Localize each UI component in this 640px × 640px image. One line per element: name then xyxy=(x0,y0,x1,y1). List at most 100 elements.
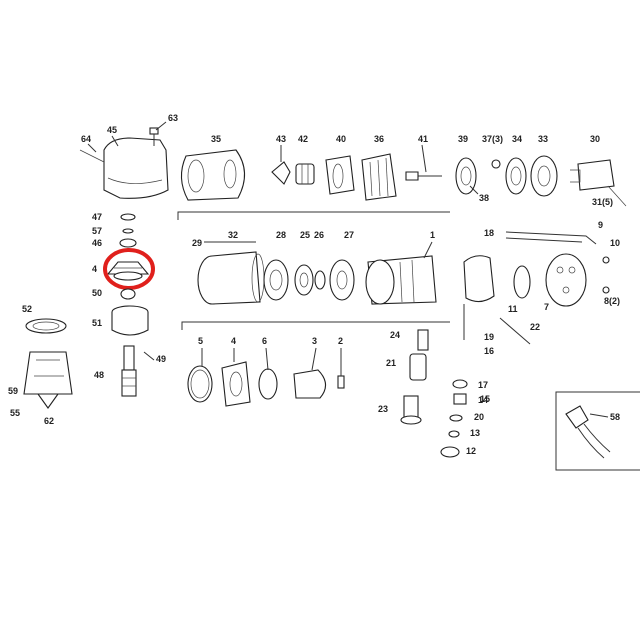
part-58-fitting xyxy=(565,405,611,459)
label-33: 33 xyxy=(538,134,548,144)
label-46: 46 xyxy=(92,238,102,248)
part-39 xyxy=(455,157,477,195)
label-40: 40 xyxy=(336,134,346,144)
label-39: 39 xyxy=(458,134,468,144)
label-31: 31(5) xyxy=(592,197,613,207)
part-63-screw xyxy=(149,127,159,146)
part-11 xyxy=(513,265,531,299)
label-11: 11 xyxy=(508,304,518,314)
label-21: 21 xyxy=(386,358,396,368)
label-7: 7 xyxy=(544,302,549,312)
label-59: 59 xyxy=(8,386,18,396)
label-29: 29 xyxy=(192,238,202,248)
label-49: 49 xyxy=(156,354,166,364)
inset-box xyxy=(555,398,640,471)
part-52 xyxy=(25,318,67,334)
label-22: 22 xyxy=(530,322,540,332)
label-20: 20 xyxy=(474,412,484,422)
label-64: 64 xyxy=(81,134,91,144)
part-26 xyxy=(314,270,326,290)
part-4-bevel-gear xyxy=(106,261,150,281)
part-17 xyxy=(452,379,468,389)
part-9-rod xyxy=(505,231,597,245)
part-3 xyxy=(293,369,327,399)
label-2: 2 xyxy=(338,336,343,346)
part-6 xyxy=(258,368,278,400)
part-20 xyxy=(449,414,463,422)
part-30-lever xyxy=(570,159,627,207)
label-23: 23 xyxy=(378,404,388,414)
label-38: 38 xyxy=(479,193,489,203)
part-10 xyxy=(602,256,610,264)
part-1-housing xyxy=(365,255,437,305)
part-51 xyxy=(111,305,149,336)
part-42 xyxy=(295,163,315,185)
label-30: 30 xyxy=(590,134,600,144)
part-27 xyxy=(329,259,355,301)
part-12 xyxy=(440,446,460,458)
label-34: 34 xyxy=(512,134,522,144)
part-8 xyxy=(602,286,610,294)
part-41-shaft xyxy=(405,171,442,181)
label-55: 55 xyxy=(10,408,20,418)
label-52: 52 xyxy=(22,304,32,314)
part-47 xyxy=(120,213,136,221)
label-8: 8(2) xyxy=(604,296,620,306)
label-45: 45 xyxy=(107,125,117,135)
part-34 xyxy=(505,157,527,195)
label-42: 42 xyxy=(298,134,308,144)
label-17: 17 xyxy=(478,380,488,390)
label-4: 4 xyxy=(92,264,97,274)
label-18: 18 xyxy=(484,228,494,238)
label-13: 13 xyxy=(470,428,480,438)
label-41: 41 xyxy=(418,134,428,144)
label-10: 10 xyxy=(610,238,620,248)
part-21 xyxy=(409,353,427,381)
part-4-lower xyxy=(221,361,251,407)
highlight-circle xyxy=(103,248,155,290)
label-12: 12 xyxy=(466,446,476,456)
label-14: 14 xyxy=(478,395,488,405)
part-5-ring xyxy=(187,365,213,403)
inset-box-top xyxy=(555,391,640,398)
part-35-cylinder xyxy=(180,149,246,201)
label-51: 51 xyxy=(92,318,102,328)
part-33 xyxy=(530,155,558,197)
label-16: 16 xyxy=(484,346,494,356)
part-15 xyxy=(453,393,467,405)
part-37 xyxy=(491,159,501,169)
label-43: 43 xyxy=(276,134,286,144)
bracket-middle xyxy=(177,211,450,220)
label-62: 62 xyxy=(44,416,54,426)
label-1: 1 xyxy=(430,230,435,240)
part-36-rotor xyxy=(361,153,397,201)
part-24-spring xyxy=(417,329,429,351)
part-46 xyxy=(119,238,137,248)
label-50: 50 xyxy=(92,288,102,298)
label-58: 58 xyxy=(610,412,620,422)
label-24: 24 xyxy=(390,330,400,340)
label-4-lower: 4 xyxy=(231,336,236,346)
label-35: 35 xyxy=(211,134,221,144)
part-43 xyxy=(271,161,291,185)
label-15: 15 xyxy=(480,394,490,404)
label-48: 48 xyxy=(94,370,104,380)
part-25 xyxy=(294,264,314,296)
part-48-spindle xyxy=(121,345,137,397)
bracket-lower xyxy=(181,321,450,330)
label-9: 9 xyxy=(598,220,603,230)
part-28 xyxy=(263,259,289,301)
part-7-cap xyxy=(545,253,587,307)
part-59-chuck xyxy=(23,351,73,409)
part-45-housing xyxy=(79,137,169,199)
part-57 xyxy=(122,228,134,234)
label-63: 63 xyxy=(168,113,178,123)
label-5: 5 xyxy=(198,336,203,346)
part-18-handle xyxy=(463,255,495,303)
label-6: 6 xyxy=(262,336,267,346)
part-23 xyxy=(400,395,422,425)
part-13 xyxy=(448,430,460,438)
label-57: 57 xyxy=(92,226,102,236)
label-36: 36 xyxy=(374,134,384,144)
